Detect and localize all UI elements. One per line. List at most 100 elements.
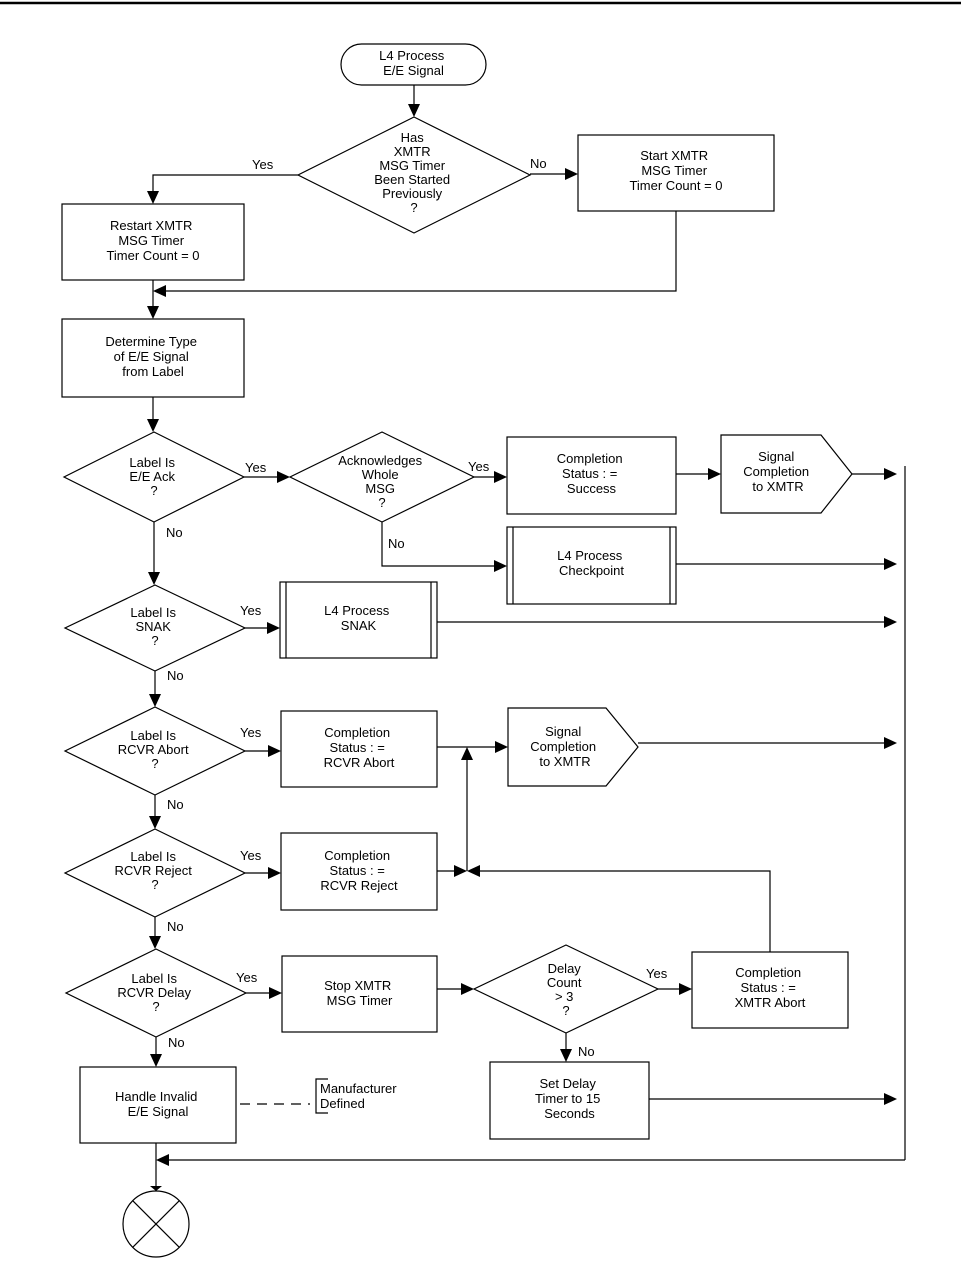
arrow-down-set-delay <box>560 1049 572 1062</box>
label-ack-yes: Yes <box>245 460 267 475</box>
decision-ack-whole-msg: Acknowledges Whole MSG ? <box>288 431 476 523</box>
arrow-down-snak <box>148 572 160 585</box>
end-connector <box>122 1190 190 1258</box>
label-snak-no: No <box>167 668 184 683</box>
process-status-rcvr-abort: Completion Status : = RCVR Abort <box>280 710 438 788</box>
label-delay-yes: Yes <box>236 970 258 985</box>
edge-ack-whole-no <box>381 522 499 567</box>
process-restart-xmtr-timer: Restart XMTR MSG Timer Timer Count = 0 <box>61 203 245 281</box>
edge-has-timer-yes <box>152 174 298 196</box>
process-handle-invalid-label: Handle Invalid E/E Signal <box>115 1089 201 1119</box>
process-status-rcvr-reject-label: Completion Status : = RCVR Reject <box>320 848 398 893</box>
process-status-success: Completion Status : = Success <box>506 436 677 515</box>
process-status-xmtr-abort: Completion Status : = XMTR Abort <box>691 951 849 1029</box>
decision-is-ee-ack: Label Is E/E Ack ? <box>62 431 246 523</box>
edge-xmtr-abort-to-junction <box>475 870 771 952</box>
decision-delay-count-label: Delay Count > 3 ? <box>547 961 585 1018</box>
subprocess-snak-label: L4 Process SNAK <box>324 603 393 633</box>
decision-is-rcvr-delay: Label Is RCVR Delay ? <box>64 948 248 1038</box>
process-start-xmtr-timer: Start XMTR MSG Timer Timer Count = 0 <box>577 134 775 212</box>
process-handle-invalid: Handle Invalid E/E Signal <box>79 1066 237 1144</box>
decision-is-rcvr-abort-label: Label Is RCVR Abort ? <box>118 728 192 771</box>
output-signal-completion-2: Signal Completion to XMTR <box>507 707 639 787</box>
decision-is-ee-ack-label: Label Is E/E Ack ? <box>129 455 178 498</box>
label-delay-count-yes: Yes <box>646 966 668 981</box>
label-reject-yes: Yes <box>240 848 262 863</box>
arrow-right-process-snak <box>267 622 280 634</box>
process-start-timer-label: Start XMTR MSG Timer Timer Count = 0 <box>629 148 722 193</box>
arrow-bus-4 <box>884 737 897 749</box>
arrow-right-status-reject <box>268 867 281 879</box>
output-signal-completion-2-label: Signal Completion to XMTR <box>530 724 599 769</box>
arrow-bus-1 <box>884 468 897 480</box>
process-stop-timer-label: Stop XMTR MSG Timer <box>324 978 395 1008</box>
label-snak-yes: Yes <box>240 603 262 618</box>
arrow-right-signal1 <box>708 468 721 480</box>
process-status-rcvr-reject: Completion Status : = RCVR Reject <box>280 832 438 911</box>
arrow-left-bottom-merge <box>156 1154 169 1166</box>
process-set-delay-timer-label: Set Delay Timer to 15 Seconds <box>535 1076 604 1121</box>
label-abort-yes: Yes <box>240 725 262 740</box>
edge-start-timer-merge <box>161 211 677 292</box>
arrow-junction-up <box>461 747 473 760</box>
decision-is-rcvr-delay-label: Label Is RCVR Delay ? <box>117 971 194 1014</box>
arrow-junction-right-in <box>467 865 480 877</box>
decision-is-rcvr-reject: Label Is RCVR Reject ? <box>63 828 247 918</box>
connector-lines <box>152 85 906 1191</box>
arrow-down-has-timer <box>408 104 420 117</box>
decision-has-timer-started: Has XMTR MSG Timer Been Started Previous… <box>296 116 532 234</box>
arrow-left-merge-1 <box>153 285 166 297</box>
decision-is-rcvr-abort: Label Is RCVR Abort ? <box>63 706 247 796</box>
output-signal-completion-1-label: Signal Completion to XMTR <box>743 449 812 494</box>
arrow-bus-5 <box>884 1093 897 1105</box>
arrow-down-delay <box>149 936 161 949</box>
output-signal-completion-1: Signal Completion to XMTR <box>720 434 853 514</box>
arrow-right-ack-whole <box>277 471 290 483</box>
process-determine-type-label: Determine Type of E/E Signal from Label <box>105 334 200 379</box>
label-reject-no: No <box>167 919 184 934</box>
arrow-down-reject <box>149 816 161 829</box>
start-terminator: L4 Process E/E Signal <box>340 43 487 86</box>
arrow-down-determine <box>147 306 159 319</box>
arrow-down-abort <box>149 694 161 707</box>
label-delay-count-no: No <box>578 1044 595 1059</box>
subprocess-checkpoint: L4 Process Checkpoint <box>506 526 677 605</box>
label-has-timer-no: No <box>530 156 547 171</box>
arrow-down-ack <box>147 419 159 432</box>
annotation-manufacturer-label: Manufacturer Defined <box>320 1081 400 1111</box>
label-abort-no: No <box>167 797 184 812</box>
arrow-right-signal2 <box>495 741 508 753</box>
process-set-delay-timer: Set Delay Timer to 15 Seconds <box>489 1061 650 1140</box>
label-ack-whole-yes: Yes <box>468 459 490 474</box>
subprocess-checkpoint-label: L4 Process Checkpoint <box>557 548 626 578</box>
label-has-timer-yes: Yes <box>252 157 274 172</box>
arrow-right-status-abort <box>268 745 281 757</box>
arrow-right-start-timer <box>565 168 578 180</box>
subprocess-snak: L4 Process SNAK <box>279 581 438 659</box>
process-restart-timer-label: Restart XMTR MSG Timer Timer Count = 0 <box>106 218 199 263</box>
decision-ack-whole-label: Acknowledges Whole MSG ? <box>338 453 425 510</box>
decision-is-rcvr-reject-label: Label Is RCVR Reject ? <box>115 849 196 892</box>
process-status-rcvr-abort-label: Completion Status : = RCVR Abort <box>324 725 395 770</box>
process-status-success-label: Completion Status : = Success <box>557 451 626 496</box>
arrow-right-success <box>494 471 507 483</box>
arrow-down-end <box>150 1186 162 1191</box>
arrow-right-xmtr-abort <box>679 983 692 995</box>
arrowheads <box>147 104 897 1191</box>
process-stop-xmtr-timer: Stop XMTR MSG Timer <box>281 955 438 1033</box>
arrow-junction-left-in <box>454 865 467 877</box>
decision-has-timer-label: Has XMTR MSG Timer Been Started Previous… <box>374 130 454 215</box>
arrow-bus-2 <box>884 558 897 570</box>
arrow-right-stop-timer <box>269 987 282 999</box>
start-label: L4 Process E/E Signal <box>379 48 448 78</box>
decision-is-snak: Label Is SNAK ? <box>63 584 247 672</box>
arrow-right-delay-count <box>461 983 474 995</box>
process-determine-type: Determine Type of E/E Signal from Label <box>61 318 245 398</box>
arrow-right-checkpoint <box>494 560 507 572</box>
edge-labels: Yes No Yes Yes No No Yes No Yes No Yes N… <box>166 156 668 1059</box>
label-delay-no: No <box>168 1035 185 1050</box>
label-ack-no: No <box>166 525 183 540</box>
decision-delay-count: Delay Count > 3 ? <box>472 944 660 1034</box>
arrow-down-handle-invalid <box>150 1054 162 1067</box>
